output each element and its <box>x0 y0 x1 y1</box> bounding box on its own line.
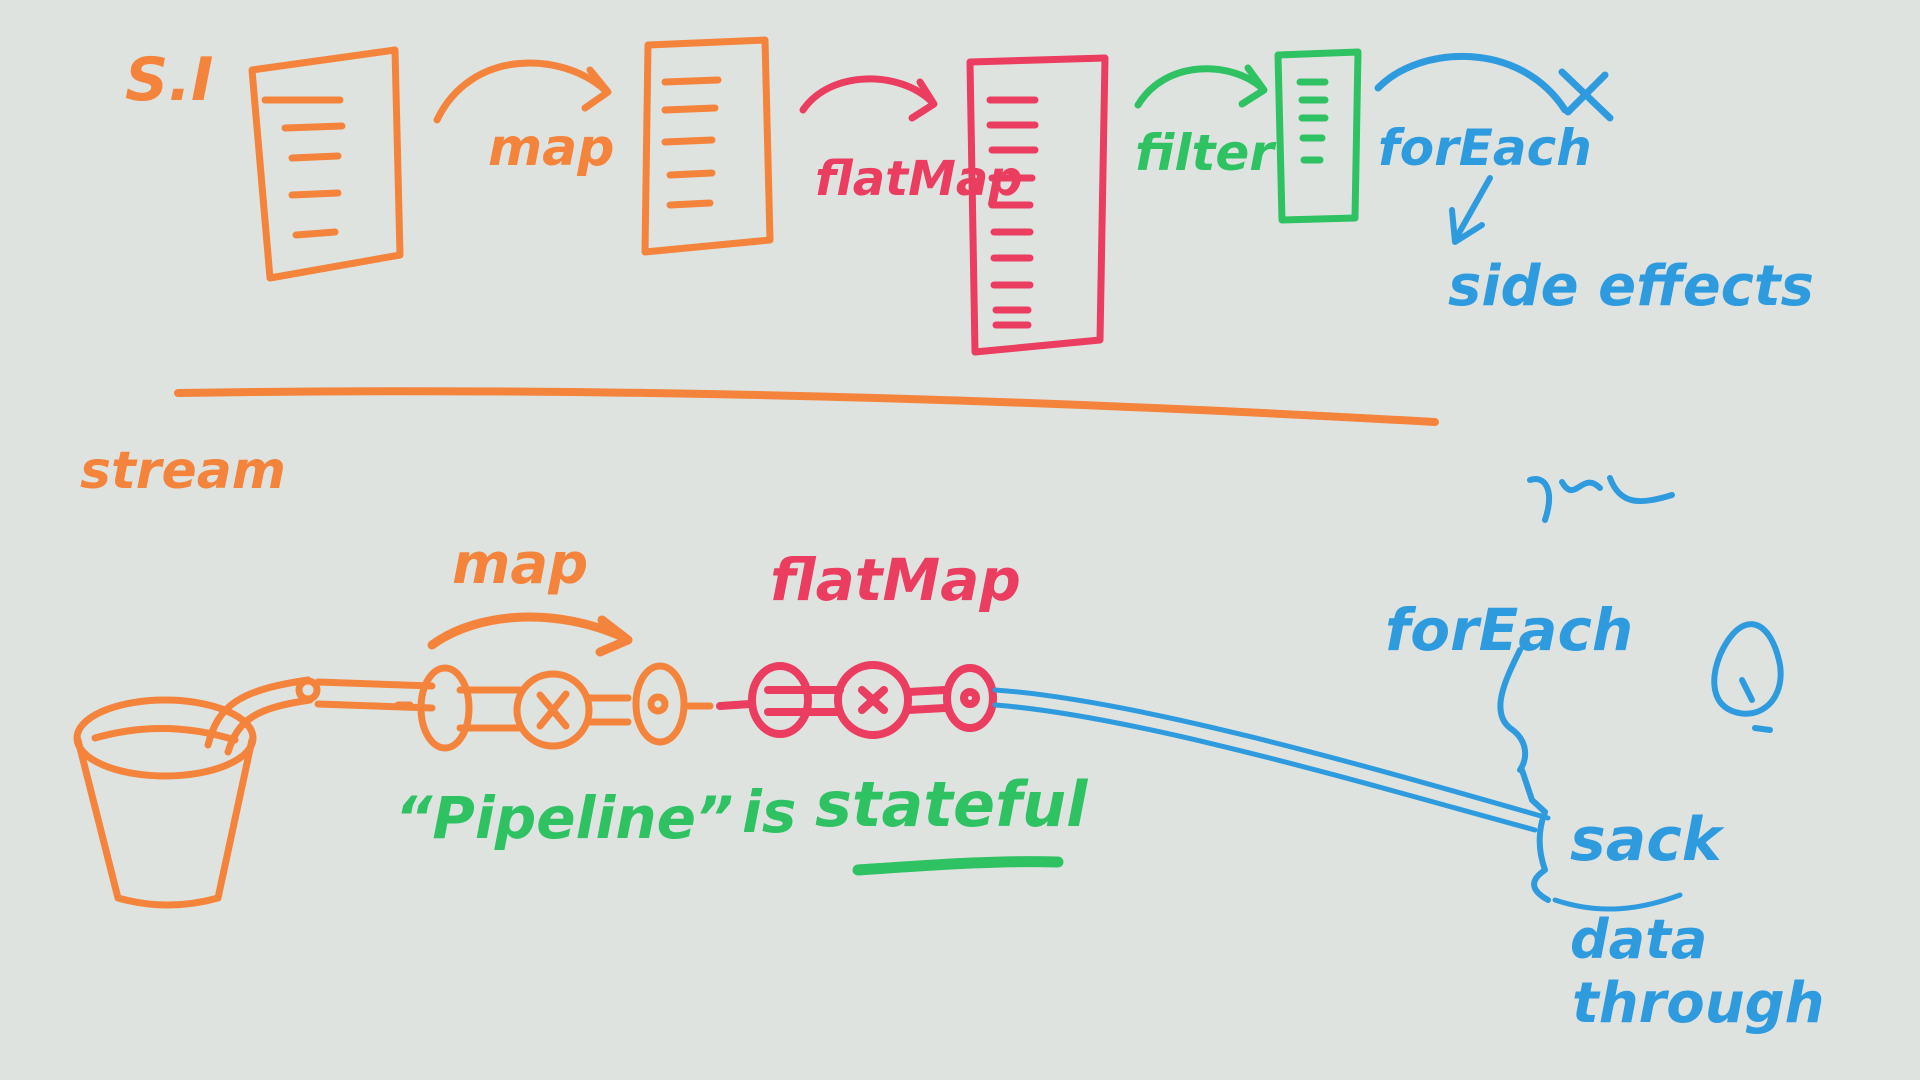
stateful-underline <box>852 856 1064 876</box>
foreach-label-bottom: forEach <box>1385 596 1633 664</box>
source-pipe <box>204 676 436 756</box>
bucket <box>73 696 257 909</box>
through-label: through <box>1572 971 1825 1036</box>
pipeline-is: is <box>742 778 796 846</box>
map-stage-pipe <box>417 662 714 752</box>
pipeline-quote: “Pipeline” <box>395 784 733 852</box>
data-label: data <box>1570 908 1707 971</box>
map-label-bottom: map <box>452 532 588 597</box>
foreach-label-top: forEach <box>1378 119 1592 177</box>
list-document-1 <box>248 46 404 282</box>
map-label-top: map <box>488 118 615 178</box>
list-document-3 <box>966 54 1109 356</box>
side-effects-arrow <box>1449 175 1493 245</box>
si-label: S.I <box>125 45 213 115</box>
map-arrow-top <box>433 59 612 124</box>
list-document-2 <box>641 36 774 256</box>
sack-label: sack <box>1570 805 1725 875</box>
section-divider <box>174 387 1439 426</box>
drop-drawing <box>1711 621 1784 733</box>
list-document-4 <box>1274 48 1362 224</box>
sack-arrow <box>1552 892 1683 912</box>
flatmap-stage-pipe <box>716 661 997 739</box>
sack-connector <box>1497 647 1551 903</box>
map-arrow-bottom <box>427 612 633 657</box>
flatmap-label-bottom: flatMap <box>770 546 1021 614</box>
foreach-arrow-top <box>1374 52 1614 122</box>
filter-arrow-top <box>1134 64 1268 109</box>
board-frame-bottom <box>0 1070 1920 1080</box>
foreach-brace-top <box>1527 475 1675 523</box>
flatmap-label-top: flatMap <box>815 151 1023 207</box>
blue-pipe-to-sack <box>992 687 1551 833</box>
side-effects-label: side effects <box>1448 254 1814 319</box>
stream-label: stream <box>80 441 286 501</box>
filter-label-top: filter <box>1135 124 1277 182</box>
pipeline-stateful: stateful <box>815 768 1088 841</box>
flatmap-arrow-top <box>799 75 938 122</box>
